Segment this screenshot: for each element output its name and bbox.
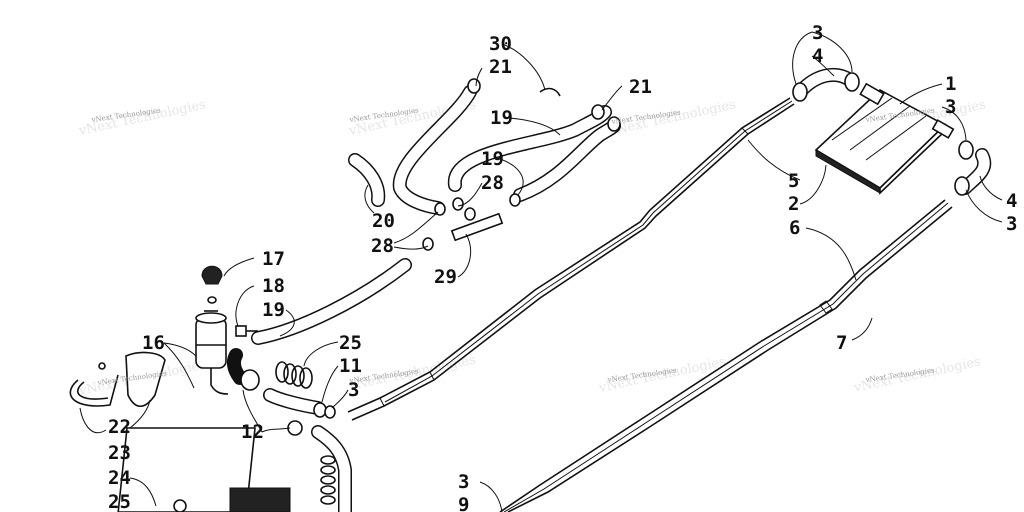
- callout-18: 18: [262, 275, 285, 297]
- upper-cooling-tube: [347, 97, 795, 421]
- callout-5: 5: [788, 170, 799, 192]
- callout-4: 4: [1006, 190, 1017, 212]
- upper-elbow-hose: [792, 67, 860, 102]
- lower-elbow-hose: [954, 140, 992, 196]
- callout-28: 28: [371, 235, 394, 257]
- callout-1: 1: [945, 73, 956, 95]
- callout-3: 3: [812, 22, 823, 44]
- callout-29: 29: [434, 266, 457, 288]
- callout-25: 25: [339, 332, 362, 354]
- callout-22: 22: [108, 416, 131, 438]
- upper-hose-assembly: [251, 78, 621, 345]
- callout-21: 21: [489, 56, 512, 78]
- leader-lines: [79, 31, 1003, 512]
- callout-3: 3: [458, 471, 469, 493]
- callout-4: 4: [812, 45, 823, 67]
- callout-12: 12: [241, 421, 264, 443]
- callout-16: 16: [142, 332, 165, 354]
- callout-19: 19: [262, 299, 285, 321]
- callout-labels: 30 21 21 19 19 28 20 28 29 17 18 19 16 2…: [108, 22, 1017, 512]
- callout-3: 3: [348, 379, 359, 401]
- callout-19: 19: [490, 107, 513, 129]
- callout-3: 3: [945, 96, 956, 118]
- callout-9: 9: [458, 494, 469, 512]
- vertical-spring: [320, 455, 336, 505]
- lower-cooling-tube: [499, 199, 953, 512]
- callout-20: 20: [372, 210, 395, 232]
- coolant-bottle: [195, 265, 258, 395]
- callout-23: 23: [108, 442, 131, 464]
- callout-28: 28: [481, 172, 504, 194]
- callout-11: 11: [339, 355, 362, 377]
- lower-left-parts: [69, 348, 352, 512]
- heat-exchanger: [814, 82, 955, 195]
- callout-2: 2: [788, 193, 799, 215]
- callout-7: 7: [836, 332, 847, 354]
- callout-6: 6: [789, 217, 800, 239]
- callout-17: 17: [262, 248, 285, 270]
- callout-21: 21: [629, 76, 652, 98]
- spring-coil: [275, 361, 313, 389]
- callout-30: 30: [489, 33, 512, 55]
- callout-25: 25: [108, 491, 131, 512]
- callout-19: 19: [481, 148, 504, 170]
- callout-3: 3: [1006, 213, 1017, 235]
- callout-24: 24: [108, 467, 131, 489]
